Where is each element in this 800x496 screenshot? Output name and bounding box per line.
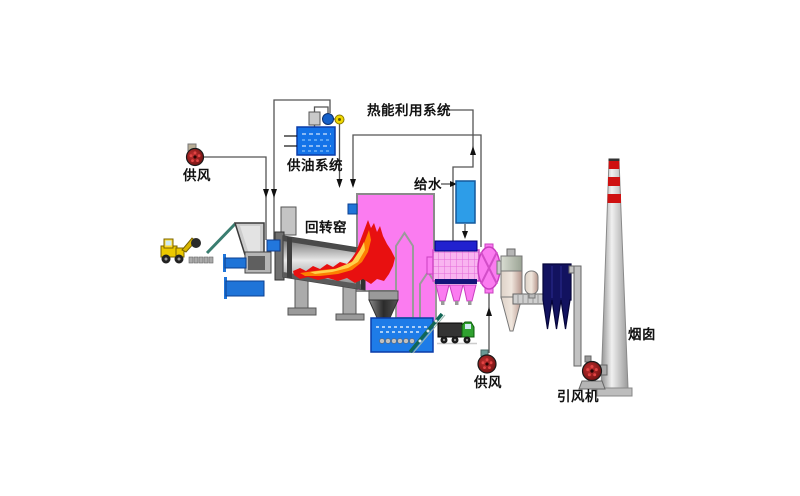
outlet-pipe: [568, 265, 582, 367]
air-supply-fan-bottom: [477, 349, 497, 374]
pump-motor: [322, 113, 334, 125]
chimney-base: [596, 387, 633, 397]
support-base: [287, 307, 317, 316]
feeding-area: [160, 222, 272, 299]
feed-chute: [280, 206, 297, 236]
label-oil-supply-system: 供油系统: [286, 157, 343, 174]
label-rotary-kiln: 回转窑: [305, 219, 347, 236]
wheel-loader: [160, 237, 201, 264]
air-supply-fan-top: [185, 143, 205, 167]
lower-header: [435, 279, 477, 284]
support-base: [335, 313, 365, 321]
induced-draft-fan: [578, 355, 608, 390]
kiln-ring: [287, 236, 292, 279]
oil-supply-system: [284, 111, 345, 156]
process-lines: [203, 99, 492, 353]
label-thermal-energy-system: 热能利用系统: [367, 102, 451, 119]
side-port: [347, 203, 358, 215]
feed-ramp: [205, 222, 237, 255]
labels: 供风 供油系统 热能利用系统 给水 回转窑 供风 引风机 烟囱: [182, 102, 656, 405]
label-feed-water: 给水: [414, 176, 442, 193]
slag-quench-tank: [370, 312, 446, 354]
tube-bank: [432, 249, 480, 282]
oil-tank: [296, 126, 336, 156]
chimney: [596, 158, 633, 397]
steam-drum: [434, 240, 478, 252]
cyclone-separator: [496, 248, 523, 332]
label-air-supply-bottom: 供风: [473, 374, 502, 391]
grapple: [191, 238, 201, 248]
flame: [293, 220, 395, 284]
ash-hopper-cone: [368, 290, 399, 325]
feed-water-tank: [455, 180, 476, 224]
chimney-band: [608, 161, 620, 169]
drag-chain: [379, 338, 415, 344]
chimney-band: [608, 177, 620, 186]
feed-ram-cylinder: [225, 280, 265, 297]
kiln-burner: [266, 239, 281, 252]
truck: [437, 321, 477, 345]
chimney-band: [607, 194, 621, 203]
gas-mixer-oval: [477, 243, 501, 294]
feed-ram-cylinder: [224, 257, 247, 269]
bag-filter: [542, 263, 572, 330]
oil-pump: [308, 111, 321, 126]
waste-pile: [188, 256, 214, 264]
boiler-ash-hoppers: [435, 284, 477, 305]
label-air-supply-top: 供风: [182, 167, 211, 184]
label-induced-draft-fan: 引风机: [557, 388, 599, 405]
label-chimney: 烟囱: [628, 326, 656, 343]
expansion-vessel: [524, 270, 539, 299]
